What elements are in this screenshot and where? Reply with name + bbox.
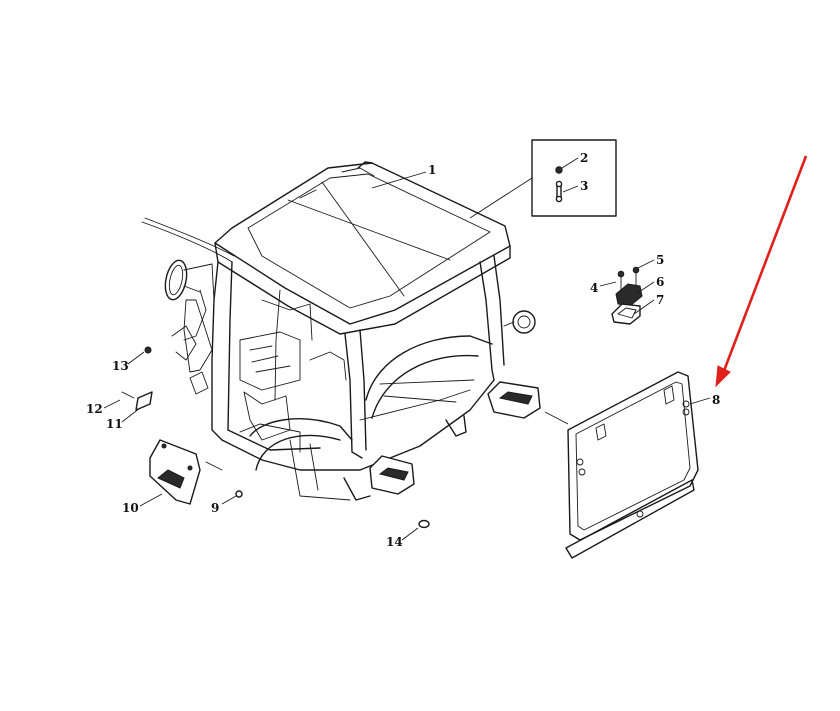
callout-6: 6 xyxy=(656,275,664,289)
callout-11: 11 xyxy=(106,417,123,431)
cab-frame xyxy=(211,255,505,471)
hardware-4-7 xyxy=(611,266,643,325)
fenders xyxy=(249,335,493,501)
callout-4: 4 xyxy=(590,281,598,295)
callout-14: 14 xyxy=(386,535,403,549)
left-console xyxy=(141,217,347,441)
callout-8: 8 xyxy=(712,393,720,407)
callout-13: 13 xyxy=(112,359,129,373)
callout-5: 5 xyxy=(656,253,664,267)
callout-12: 12 xyxy=(86,402,103,416)
inset-box xyxy=(469,139,617,219)
highlight-arrow-icon xyxy=(715,155,808,388)
callout-3: 3 xyxy=(580,179,588,193)
callout-9: 9 xyxy=(211,501,219,515)
mirrors xyxy=(164,259,536,334)
leader-lines xyxy=(103,157,711,541)
callout-labels: 1 2 3 4 5 6 7 8 9 10 11 12 13 14 xyxy=(86,151,720,549)
small-parts xyxy=(121,346,430,529)
callout-1: 1 xyxy=(428,163,436,177)
cab-roof xyxy=(214,161,511,335)
callout-7: 7 xyxy=(656,293,664,307)
callout-10: 10 xyxy=(122,501,139,515)
rear-window-glass xyxy=(544,371,699,559)
step-boxes xyxy=(343,381,541,501)
callout-2: 2 xyxy=(580,151,588,165)
